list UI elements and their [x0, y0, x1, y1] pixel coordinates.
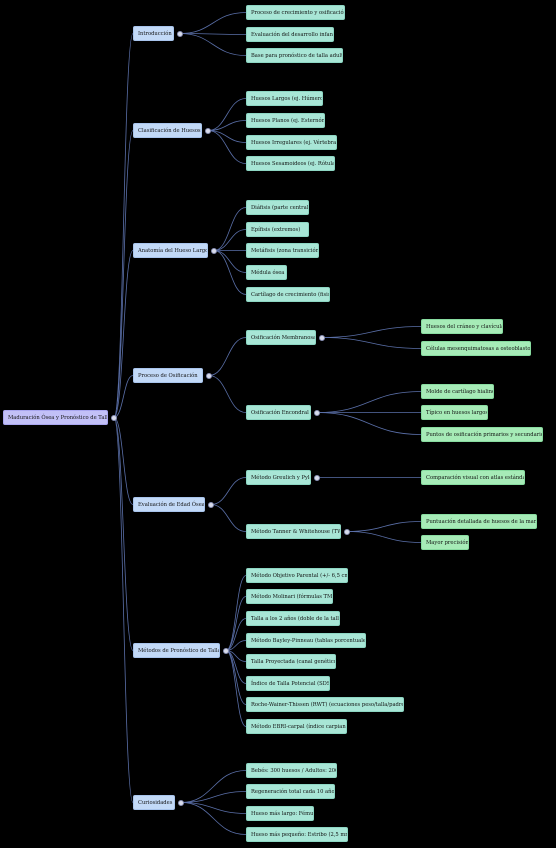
topic-collapse-toggle[interactable] [344, 528, 350, 535]
topic-node[interactable]: Método EBRI-carpal (índice carpiano) [246, 719, 347, 734]
edge-branch-5-child-1 [225, 596, 247, 651]
edge-branch-1-child-1 [207, 120, 247, 131]
topic-node[interactable]: Médula ósea [246, 265, 287, 280]
edge-branch-5-child-0 [225, 575, 247, 651]
edge-branch-1-child-0 [207, 98, 247, 131]
edge-child-3-0-leaf-0 [321, 326, 422, 338]
topic-node[interactable]: Bebés: 300 huesos / Adultos: 206 [246, 763, 337, 778]
edge-branch-1-child-3 [207, 130, 247, 164]
edge-branch-0-child-1 [179, 33, 247, 35]
edge-branch-0-child-0 [179, 12, 247, 34]
topic-node[interactable]: Talla a los 2 años (doble de la talla) [246, 611, 340, 626]
subtopic-node[interactable]: Puntuación detallada de huesos de la man… [421, 514, 537, 529]
topic-node[interactable]: Talla Proyectada (canal genético) [246, 654, 336, 669]
subtopic-node[interactable]: Mayor precisión [421, 535, 469, 550]
topic-node[interactable]: Osificación Membranosa [246, 330, 316, 345]
topic-node[interactable]: Método Tanner & Whitehouse (TW) [246, 524, 341, 539]
topic-node[interactable]: Método Molinari (fórmulas TMF) [246, 589, 333, 604]
topic-node[interactable]: Epífisis (extremos) [246, 222, 309, 237]
subtopic-node[interactable]: Huesos del cráneo y clavícula [421, 319, 503, 334]
edge-root-branch-1 [113, 130, 134, 418]
branch-collapse-toggle[interactable] [208, 501, 214, 508]
edge-child-3-1-leaf-2 [316, 412, 422, 435]
topic-node[interactable]: Índice de Talla Potencial (SDS) [246, 676, 330, 691]
edge-root-branch-0 [113, 33, 134, 418]
branch-collapse-toggle[interactable] [177, 30, 183, 37]
edge-root-branch-5 [113, 417, 134, 651]
topic-node[interactable]: Huesos Largos (ej. Húmero) [246, 91, 323, 106]
edge-branch-6-child-0 [180, 770, 247, 803]
edge-root-branch-4 [113, 417, 134, 505]
edge-branch-6-child-1 [180, 791, 247, 803]
edge-branch-5-child-7 [225, 650, 247, 727]
topic-node[interactable]: Regeneración total cada 10 años [246, 784, 335, 799]
root-node[interactable]: Maduración Ósea y Pronóstico de Talla [3, 410, 108, 425]
edge-child-4-1-leaf-0 [346, 521, 422, 532]
edge-branch-0-child-2 [179, 33, 247, 56]
subtopic-node[interactable]: Típico en huesos largos [421, 405, 488, 420]
topic-collapse-toggle[interactable] [314, 409, 320, 416]
topic-collapse-toggle[interactable] [319, 334, 325, 341]
edge-branch-2-child-4 [213, 250, 247, 295]
topic-node[interactable]: Huesos Irregulares (ej. Vértebras) [246, 135, 337, 150]
topic-node[interactable]: Hueso más pequeño: Estribo (2,5 mm) [246, 827, 348, 842]
branch-collapse-toggle[interactable] [206, 372, 212, 379]
topic-node[interactable]: Hueso más largo: Fémur [246, 806, 314, 821]
branch-collapse-toggle[interactable] [178, 799, 184, 806]
topic-collapse-toggle[interactable] [314, 474, 320, 481]
edge-root-branch-2 [113, 250, 134, 418]
topic-node[interactable]: Método Greulich y Pyle [246, 470, 311, 485]
edge-branch-6-child-3 [180, 802, 247, 835]
edge-child-4-1-leaf-1 [346, 531, 422, 543]
edge-branch-2-child-1 [213, 229, 247, 251]
topic-node[interactable]: Proceso de crecimiento y osificación [246, 5, 345, 20]
topic-node[interactable]: Huesos Planos (ej. Esternón) [246, 113, 325, 128]
branch-collapse-toggle[interactable] [205, 127, 211, 134]
branch-collapse-toggle[interactable] [211, 247, 217, 254]
topic-node[interactable]: Método Objetivo Parental (+/- 6,5 cm) [246, 568, 348, 583]
branch-node[interactable]: Métodos de Pronóstico de Talla [133, 643, 220, 658]
edge-branch-3-child-1 [208, 375, 247, 413]
edge-branch-3-child-0 [208, 337, 247, 376]
edge-branch-2-child-0 [213, 207, 247, 251]
edge-root-branch-6 [113, 417, 134, 803]
topic-node[interactable]: Huesos Sesamoideos (ej. Rótula) [246, 156, 335, 171]
subtopic-node[interactable]: Células mesenquimatosas a osteoblastos [421, 341, 531, 356]
edge-branch-5-child-6 [225, 650, 247, 705]
topic-node[interactable]: Diáfisis (parte central) [246, 200, 309, 215]
root-collapse-toggle[interactable] [111, 414, 117, 421]
edge-branch-4-child-0 [210, 477, 247, 505]
topic-node[interactable]: Metáfisis (zona transición) [246, 243, 319, 258]
branch-node[interactable]: Anatomía del Hueso Largo [133, 243, 208, 258]
branch-node[interactable]: Curiosidades [133, 795, 175, 810]
topic-node[interactable]: Cartílago de crecimiento (fisis) [246, 287, 330, 302]
subtopic-node[interactable]: Comparación visual con atlas estándar [421, 470, 525, 485]
subtopic-node[interactable]: Puntos de osificación primarios y secund… [421, 427, 543, 442]
subtopic-node[interactable]: Molde de cartílago hialino [421, 384, 494, 399]
branch-node[interactable]: Introducción [133, 26, 174, 41]
branch-collapse-toggle[interactable] [223, 647, 229, 654]
topic-node[interactable]: Osificación Encondral [246, 405, 311, 420]
edge-branch-1-child-2 [207, 130, 247, 143]
topic-node[interactable]: Roche-Wainer-Thissen (RWT) (ecuaciones p… [246, 697, 404, 712]
edge-branch-4-child-1 [210, 504, 247, 532]
topic-node[interactable]: Base para pronóstico de talla adulta [246, 48, 343, 63]
topic-node[interactable]: Evaluación del desarrollo infantil [246, 27, 334, 42]
edge-branch-2-child-3 [213, 250, 247, 273]
edge-branch-6-child-2 [180, 802, 247, 814]
edge-child-3-0-leaf-1 [321, 337, 422, 349]
branch-node[interactable]: Clasificación de Huesos [133, 123, 202, 138]
branch-node[interactable]: Evaluación de Edad Ósea [133, 497, 205, 512]
topic-node[interactable]: Método Bayley-Pinneau (tablas porcentual… [246, 633, 366, 648]
branch-node[interactable]: Proceso de Osificación [133, 368, 203, 383]
edge-child-3-1-leaf-0 [316, 391, 422, 413]
